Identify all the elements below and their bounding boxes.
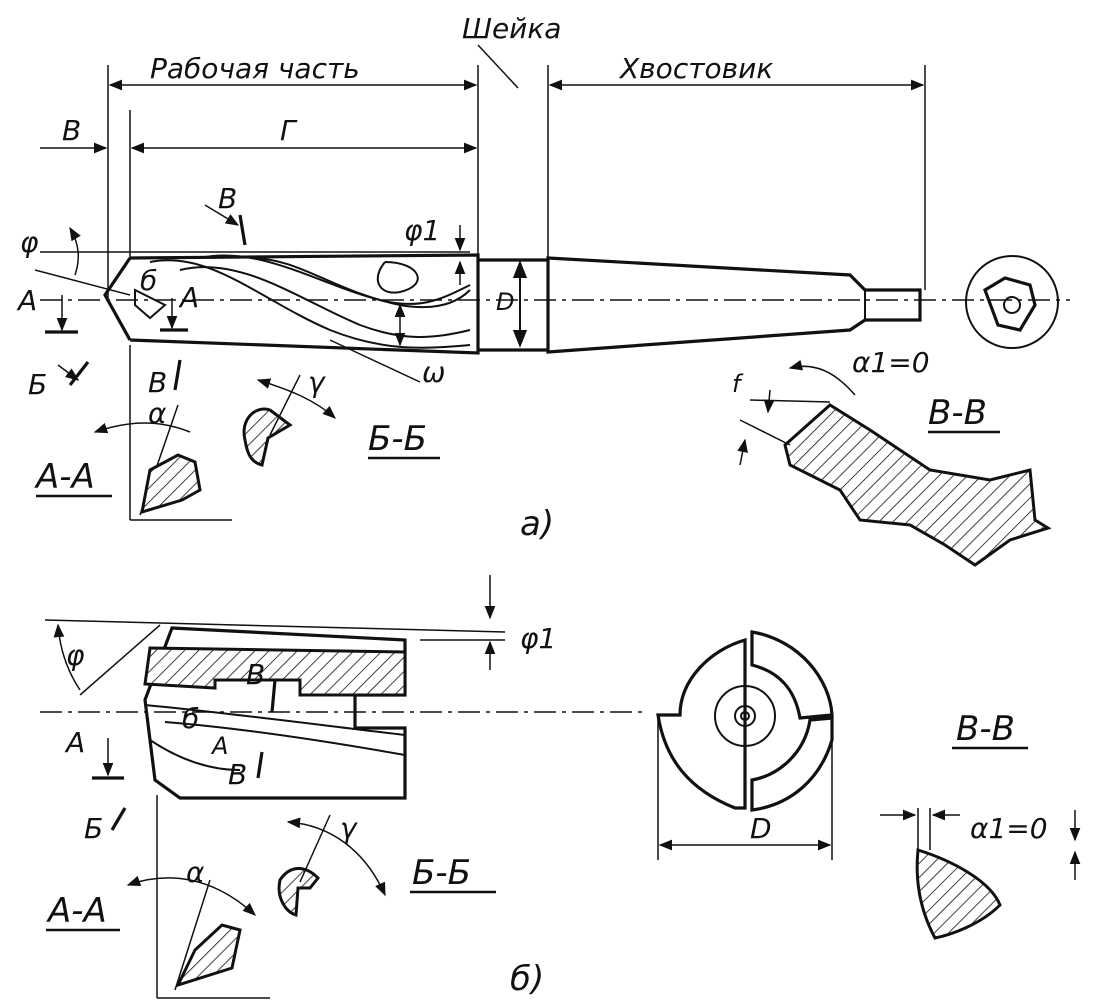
ref-line [44, 619, 506, 633]
phi-arc [53, 623, 81, 691]
label-v2-b: В [228, 758, 247, 791]
flute [164, 721, 406, 756]
section-mark-b [110, 807, 127, 831]
gamma-arc [286, 817, 386, 897]
section-arrow [204, 204, 240, 226]
label-phi-b: φ [66, 639, 85, 672]
alpha-arc [126, 875, 256, 916]
end-view-core [983, 276, 1037, 332]
end-view-ring [714, 685, 776, 747]
end-view-bottom [750, 716, 834, 812]
flute [179, 266, 471, 338]
gamma-arc [256, 378, 337, 419]
label-b-left-b: Б [84, 812, 103, 845]
label-working-part: Рабочая часть [150, 52, 360, 85]
working-part-outline [129, 253, 480, 355]
label-v-bottom: В [148, 366, 167, 399]
flute [149, 259, 471, 349]
cutting-tip [103, 257, 132, 341]
label-neck: Шейка [462, 12, 561, 45]
neck-leader [477, 44, 519, 89]
label-alpha1-b: α1=0 [970, 812, 1048, 845]
flute-end [376, 261, 419, 294]
label-alpha-a: α [148, 397, 167, 430]
section-mark-v [270, 679, 277, 713]
alpha-arc [93, 422, 191, 434]
end-view-center [1003, 296, 1021, 314]
label-vv-b: В-В [956, 709, 1015, 749]
label-b-small-b: б [182, 702, 199, 735]
head-hatch [143, 646, 407, 697]
section-mark-v [238, 214, 247, 246]
phi-line [79, 624, 161, 696]
label-d-a: D [496, 288, 514, 316]
f-arrow [763, 389, 775, 414]
label-d-b: D [750, 812, 772, 845]
aa-section [175, 923, 242, 988]
flute [149, 739, 241, 771]
end-view-left [656, 637, 747, 810]
end-view-circle [965, 255, 1059, 349]
label-a-left: А [16, 284, 37, 317]
label-b-small: б [140, 264, 157, 297]
label-a-b: А [64, 726, 85, 759]
vv-ext [749, 399, 831, 403]
label-f-a: f [732, 370, 744, 398]
label-g: Г [280, 114, 298, 147]
label-phi1-b: φ1 [520, 622, 556, 655]
label-v-top: В [62, 114, 81, 147]
label-aa-b: А-А [46, 891, 107, 931]
label-bb-b: Б-Б [412, 853, 471, 893]
f-arrow [737, 438, 748, 466]
label-aa-a: А-А [34, 457, 95, 497]
label-v-b: В [246, 658, 265, 691]
label-b-left: Б [28, 368, 47, 401]
section-mark-b [68, 361, 90, 386]
label-gamma-b: γ [340, 812, 358, 845]
aa-section [140, 453, 202, 515]
omega-line [329, 339, 421, 383]
figure-a: Шейка Рабочая часть Хвостовик В Г D φ φ1 [16, 12, 1070, 567]
figure-b: φ1 φ В А б А В Б D [40, 575, 1081, 999]
flute [144, 704, 406, 736]
label-a-right: А [178, 281, 199, 314]
section-mark-v2 [256, 751, 264, 779]
label-sub-b: б) [510, 959, 544, 999]
label-gamma-a: γ [308, 366, 326, 399]
label-a-small-b: А [210, 732, 228, 760]
shank-outline [546, 256, 922, 354]
flute [249, 257, 471, 309]
alpha1-arc [788, 359, 856, 396]
end-view-dot [740, 711, 750, 721]
label-alpha1-a: α1=0 [852, 346, 930, 379]
label-omega: ω [422, 356, 445, 389]
label-phi-a: φ [20, 226, 39, 259]
phi-line [34, 269, 131, 296]
vv-section [915, 848, 1002, 940]
chisel-edge [134, 288, 167, 320]
bb-section [242, 407, 293, 467]
label-v-section: В [218, 182, 237, 215]
phi-arc [69, 226, 81, 276]
end-view-top [750, 630, 834, 720]
flute [199, 254, 471, 306]
end-view-center [734, 705, 756, 727]
label-vv-a: В-В [928, 393, 987, 433]
label-shank: Хвостовик [618, 52, 773, 85]
vv-ext [739, 419, 791, 446]
bb-section [277, 867, 321, 917]
section-arrow [57, 364, 80, 381]
label-sub-a: а) [520, 504, 554, 544]
label-phi1-a: φ1 [404, 214, 440, 247]
vv-section [783, 403, 1052, 567]
label-bb-a: Б-Б [368, 419, 427, 459]
section-mark-v2 [173, 359, 182, 391]
label-alpha-b: α [186, 856, 205, 889]
